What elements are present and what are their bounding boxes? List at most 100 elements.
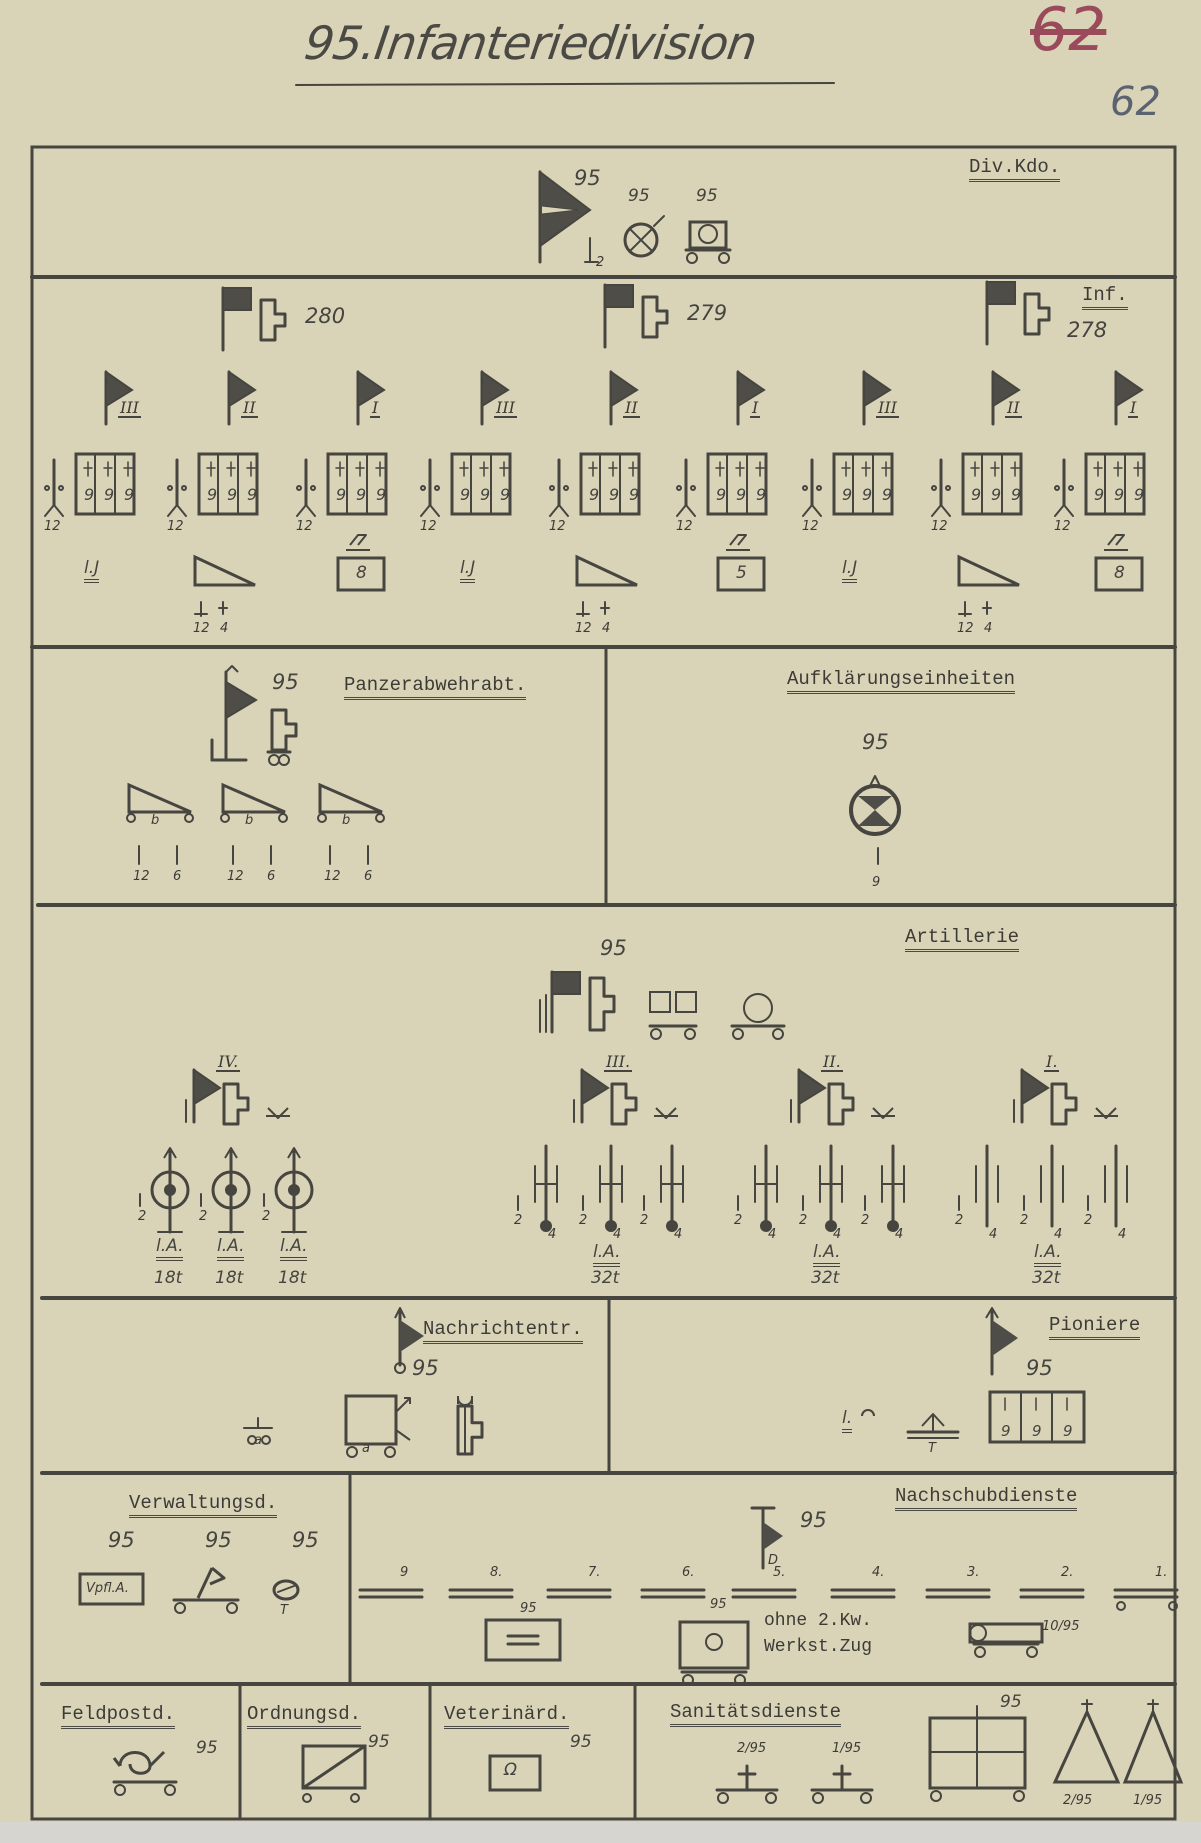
gun-count: 4 (989, 1227, 998, 1242)
gun-crew-count: 12 (133, 869, 150, 884)
field-gun-wheel (887, 1220, 899, 1232)
heavy-weapons-dot (690, 485, 696, 491)
company-strength: 9 (589, 485, 599, 504)
artillery-battalion-numeral: II. (821, 1052, 843, 1072)
engineer-platoon-icon (1094, 556, 1144, 592)
workshop-icon (678, 1620, 750, 1670)
artillery-battalion-staff-icon (827, 1082, 855, 1126)
gun-weight: 32t (591, 1268, 620, 1288)
artillery-battalion-staff-icon (610, 1082, 638, 1126)
gun-letter: b (342, 813, 351, 828)
section-label-artillerie: Artillerie (905, 928, 1020, 952)
supply-column-number: 9 (400, 1565, 409, 1580)
battalion-numeral: II (241, 398, 258, 418)
hospital-wheel (1013, 1790, 1025, 1802)
company-strength: 9 (500, 485, 510, 504)
company-strength: 9 (84, 485, 94, 504)
company-strength: 9 (1011, 485, 1021, 504)
crew-count: 2 (861, 1213, 870, 1228)
panzer-number: 95 (272, 670, 299, 694)
battalion-flag-icon (105, 370, 134, 408)
reconnaissance-icon-fill (858, 796, 892, 810)
panzer-flag-icon (225, 680, 258, 720)
heavy-weapons-dot (931, 485, 937, 491)
mp-wheel (302, 1793, 312, 1803)
post-vehicle-wheel (114, 1784, 126, 1796)
hospital-number: 95 (1000, 1692, 1022, 1712)
heavy-weapons-dot (167, 485, 173, 491)
heavy-weapons-dot (296, 485, 302, 491)
telephone-company-wheel (384, 1446, 396, 1458)
antitank-gun-wheel (375, 813, 385, 823)
telephone-company-icon (344, 1394, 398, 1446)
artillery-battalion-flag-icon (798, 1068, 827, 1106)
supply-flag-letter: D (768, 1553, 779, 1568)
supply-column-number: 3. (967, 1565, 980, 1580)
gun-weight: 32t (1032, 1268, 1061, 1288)
gun-crew-count: 12 (324, 869, 341, 884)
infantry-gun-icon (575, 554, 638, 587)
gun-count: 4 (602, 621, 611, 636)
heavy-weapons-count: 12 (676, 519, 693, 534)
company-strength: 9 (104, 485, 114, 504)
vehicle-wheel (686, 252, 698, 264)
post-horn-icon (112, 1750, 166, 1775)
veterinary-symbol: Ω (504, 1760, 517, 1780)
platoon-strength: 8 (1114, 563, 1125, 583)
gun-count: 4 (895, 1227, 904, 1242)
company-strength: 9 (971, 485, 981, 504)
howitzer-icon (288, 1184, 300, 1196)
crew-count: 2 (514, 1213, 523, 1228)
heavy-weapons-dot (181, 485, 187, 491)
crew-count: 2 (799, 1213, 808, 1228)
gun-crew-count: 12 (957, 621, 974, 636)
company-strength: 9 (1001, 1422, 1011, 1440)
panzer-flag-tip (225, 665, 239, 673)
crew-count: 2 (199, 1209, 208, 1224)
howitzer-tip (224, 1147, 238, 1159)
signal-flag-tip (394, 1307, 406, 1319)
light-infantry-column: l.J (460, 560, 476, 583)
heavy-weapons-dot (676, 485, 682, 491)
engineer-symbol-icon (346, 534, 370, 551)
heavy-weapons-dot (563, 485, 569, 491)
section-label-verwaltung: Verwaltungsd. (129, 1494, 278, 1518)
telephone-arrows-icon (395, 1397, 411, 1441)
rifle-companies-icon (961, 452, 1023, 516)
battalion-flag-icon (992, 370, 1021, 408)
heavy-weapons-count: 12 (167, 519, 184, 534)
gun-count: 6 (267, 869, 276, 884)
gun-count: 4 (768, 1227, 777, 1242)
tank-column-wheel (974, 1646, 986, 1658)
vehicle-icon (688, 220, 728, 250)
company-strength: 9 (247, 485, 257, 504)
reconnaissance-icon (849, 784, 901, 836)
page-title: 95.Infanteriedivision (301, 16, 760, 70)
crew-count: 2 (955, 1213, 964, 1228)
heavy-weapons-icon (685, 504, 696, 517)
supply-column-number: 1. (1155, 1565, 1168, 1580)
bakery-vehicle-wheel (174, 1602, 186, 1614)
veterinary-icon (488, 1754, 542, 1792)
signal-vehicle-wheel (684, 1028, 696, 1040)
company-strength: 9 (991, 485, 1001, 504)
fuel-column-icon (484, 1618, 562, 1662)
medical-tent-icon (1052, 1708, 1121, 1784)
tank-column-wheel (1026, 1646, 1038, 1658)
heavy-weapons-icon (429, 504, 440, 517)
battalion-numeral: III (876, 398, 899, 418)
company-strength: 9 (882, 485, 892, 504)
workshop-wheel (682, 1674, 694, 1686)
administration-number: 95 (108, 1528, 135, 1552)
gun-letter: b (151, 813, 160, 828)
gun-weight: 18t (215, 1268, 244, 1288)
rifle-companies-icon (197, 452, 259, 516)
butchery-icon (277, 1585, 295, 1593)
heavy-weapons-dot (58, 485, 64, 491)
heavy-weapons-icon (676, 504, 687, 517)
company-strength: 9 (1134, 485, 1144, 504)
crew-count: 2 (734, 1213, 743, 1228)
artillery-battalion-numeral: IV. (216, 1052, 241, 1072)
engineer-symbol-icon (1104, 534, 1128, 551)
